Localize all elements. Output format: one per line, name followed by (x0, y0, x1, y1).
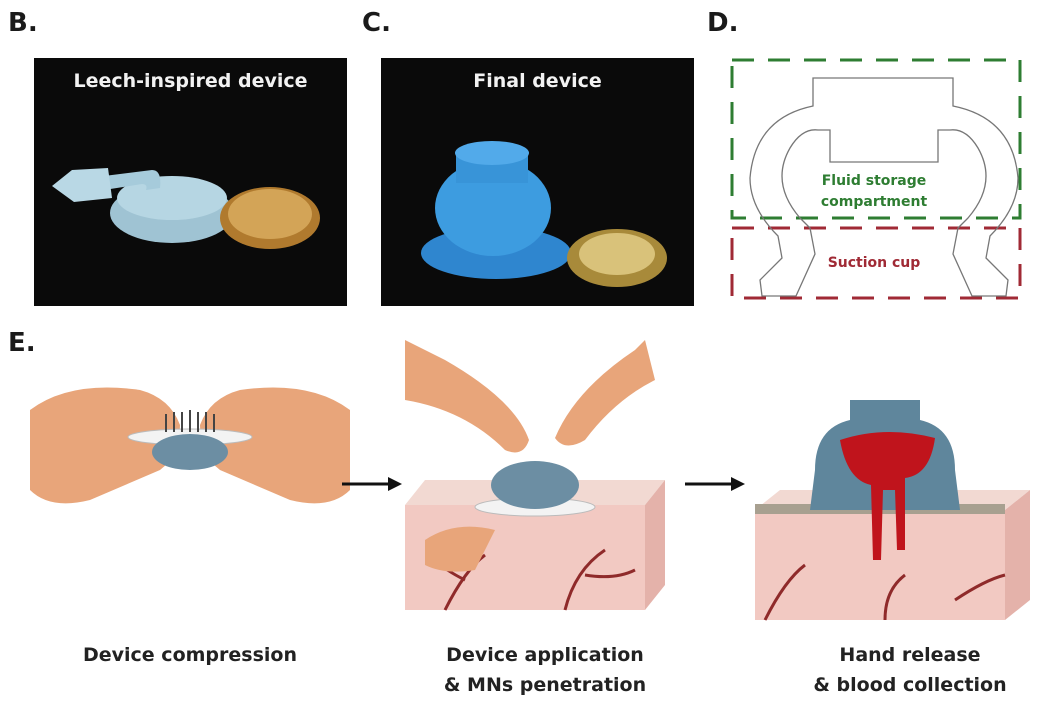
left-hand (30, 387, 180, 504)
applied-device (491, 461, 579, 509)
caption-step-3: Hand release & blood collection (780, 640, 1040, 700)
skin-block-side (645, 480, 665, 610)
suction-cup-label: Suction cup (828, 255, 921, 271)
final-device-illustration (421, 141, 667, 287)
caption-step-2-line-2: & MNs penetration (443, 674, 647, 696)
panel-c-title: Final device (473, 70, 602, 92)
fluid-storage-region-box (730, 58, 1022, 220)
caption-step-1: Device compression (60, 640, 320, 670)
euro-coin-face (579, 233, 655, 275)
final-device-cap (455, 141, 529, 165)
panel-c-label: C. (362, 8, 391, 38)
device-cross-section-diagram: Fluid storage compartment Suction cup (730, 58, 1022, 300)
euro-coin-face (228, 189, 312, 239)
panel-b-photo: Leech-inspired device (34, 58, 347, 306)
step-application-illustration (405, 340, 665, 611)
panel-b-label: B. (8, 8, 38, 38)
step-release-illustration (755, 400, 1030, 621)
arrow-step-2-to-3 (685, 477, 745, 491)
panel-e-label: E. (8, 328, 36, 358)
device-outline (749, 77, 1019, 297)
microneedles (165, 410, 215, 432)
leech-device-nozzle (52, 168, 112, 202)
leech-device-illustration (52, 168, 320, 249)
final-device-body (435, 160, 551, 256)
caption-step-2-line-1: Device application (446, 644, 644, 666)
arrow-step-1-to-2 (342, 477, 402, 491)
suction-cup-region-box (730, 226, 1022, 300)
caption-step-3-line-1: Hand release (839, 644, 981, 666)
skin-block-side (1005, 490, 1030, 620)
caption-step-2: Device application & MNs penetration (415, 640, 675, 700)
lower-fingers (425, 526, 495, 572)
caption-step-1-line-1: Device compression (82, 644, 297, 666)
blood-vessels (763, 563, 1006, 621)
panel-b-title: Leech-inspired device (73, 70, 308, 92)
leech-device-top (117, 176, 227, 220)
fluid-storage-label-line-1: Fluid storage (822, 173, 927, 189)
top-right-finger (555, 340, 655, 446)
fluid-storage-label-line-2: compartment (821, 194, 928, 210)
compressed-device (152, 434, 228, 470)
panel-d-label: D. (707, 8, 739, 38)
leech-device-tube (104, 170, 161, 190)
top-left-finger (405, 340, 529, 453)
caption-step-3-line-2: & blood collection (813, 674, 1007, 696)
collected-blood (840, 431, 935, 560)
step-compression-illustration (30, 387, 350, 504)
right-hand (200, 387, 350, 504)
panel-c-photo: Final device (381, 58, 694, 306)
